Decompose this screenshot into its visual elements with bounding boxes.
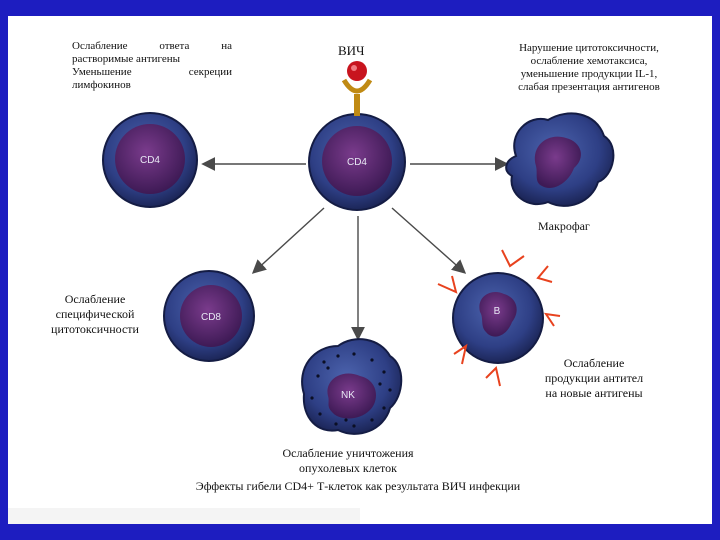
cd4-receptor: [354, 94, 360, 116]
virus-particle: [347, 61, 367, 81]
effect-text-cd4-left: Ослабление ответа на растворимые антиген…: [72, 40, 232, 92]
effect-line: Ослабление уничтожения: [282, 446, 414, 460]
hiv-label: ВИЧ: [338, 43, 365, 58]
arrow-to-b-cell: [391, 207, 467, 274]
effect-text-macrophage: Нарушение цитотоксичности, ослабление хе…: [486, 42, 692, 94]
effect-line: Ослабление ответа на: [72, 40, 232, 52]
macrophage-label: Макрофаг: [538, 219, 590, 233]
hiv-virion: [341, 61, 373, 116]
effect-line: Нарушение цитотоксичности,: [519, 42, 659, 54]
effect-line: на новые антигены: [545, 386, 643, 400]
effect-line: цитотоксичности: [51, 322, 139, 336]
effect-text-b-cell: Ослабление продукции антител на новые ан…: [524, 356, 664, 401]
b-cell-effect-arrows: [437, 249, 561, 387]
effect-line: уменьшение продукции IL-1,: [520, 68, 658, 80]
effect-line: Ослабление: [563, 356, 625, 370]
diagram-graphics: CD4 CD4 CD8 B: [102, 61, 615, 435]
nk-cell: NK: [301, 338, 403, 435]
effect-line: специфической: [55, 307, 135, 321]
effect-line: Уменьшение секреции: [72, 66, 232, 78]
cd4-center-cell: CD4: [308, 113, 406, 211]
effect-text-cd8: Ослабление специфической цитотоксичности: [30, 292, 160, 337]
effect-line: опухолевых клеток: [299, 461, 397, 475]
bottom-frame-bar: [0, 524, 720, 540]
effect-line: ослабление хемотаксиса,: [530, 55, 648, 67]
b-cell: B: [452, 272, 544, 364]
b-cell-label: B: [494, 306, 501, 317]
diagram-canvas: CD4 CD4 CD8 B: [8, 16, 712, 524]
diagram-caption: Эффекты гибели CD4+ Т-клеток как результ…: [195, 479, 521, 493]
effect-line: слабая презентация антигенов: [518, 81, 660, 93]
cd4-center-label: CD4: [347, 157, 367, 168]
macrophage-cell: [505, 112, 615, 207]
effect-text-nk-cell: Ослабление уничтожения опухолевых клеток: [258, 446, 438, 476]
effect-line: продукции антител: [544, 371, 644, 385]
cd4-left-label: CD4: [140, 155, 160, 166]
nk-cell-label: NK: [341, 390, 355, 401]
cd8-label: CD8: [201, 312, 221, 323]
cd8-cell: CD8: [163, 270, 255, 362]
effect-line: Ослабление: [64, 292, 126, 306]
effect-line: лимфокинов: [72, 79, 131, 91]
bottom-strip: [8, 508, 360, 524]
arrow-to-cd8: [251, 207, 325, 274]
effect-line: растворимые антигены: [72, 53, 181, 65]
cd4-left-cell: CD4: [102, 112, 198, 208]
